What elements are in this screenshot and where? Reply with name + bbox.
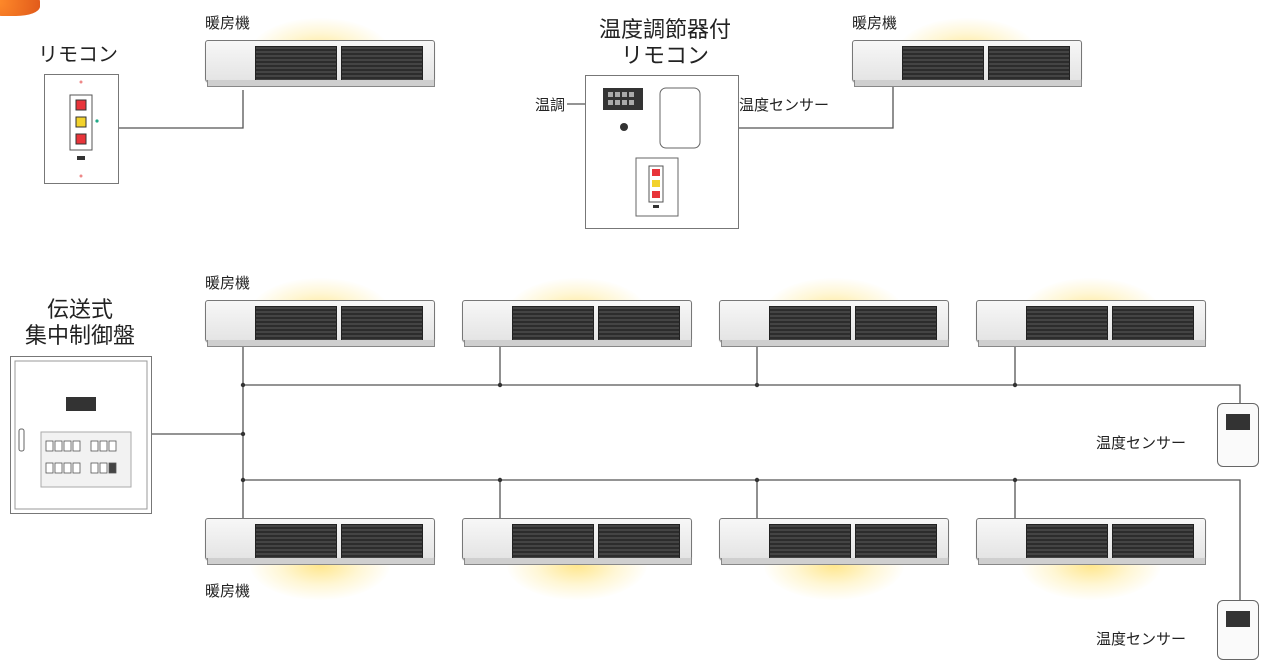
wall-remote [44, 74, 119, 184]
heater-lower-1 [205, 518, 435, 600]
heater-top-1 [205, 18, 435, 88]
temp-sensor-upper [1217, 403, 1259, 467]
label-thermo-remote-line1: 温度調節器付 [598, 18, 731, 43]
label-central-panel-line1: 伝送式 [46, 298, 113, 323]
heater-upper-1 [205, 278, 435, 348]
label-heater-top-2: 暖房機 [852, 14, 898, 32]
heater-upper-4 [976, 278, 1206, 348]
temp-sensor-lower [1217, 600, 1259, 660]
corner-decoration [0, 0, 40, 16]
label-heater-row-lower: 暖房機 [205, 582, 251, 600]
label-temp-sensor-upper: 温度センサー [1096, 434, 1187, 452]
temp-sensor-lower-display [1226, 611, 1250, 627]
label-temp-sensor-lower: 温度センサー [1096, 630, 1187, 648]
temp-sensor-upper-display [1226, 414, 1250, 430]
heater-top-2 [852, 18, 1082, 88]
label-remote: リモコン [38, 42, 118, 66]
heater-lower-2 [462, 518, 692, 600]
thermo-remote-box [585, 75, 739, 229]
central-panel-icon [14, 360, 148, 510]
wire-upper-drops [499, 340, 1016, 385]
label-central-panel: 伝送式 集中制御盤 [10, 298, 150, 350]
label-thermostat: 温調 [535, 96, 566, 114]
thermo-remote-icon [603, 87, 701, 217]
wire-upper-bus [243, 384, 1241, 406]
wire-lower-drops [499, 480, 1016, 518]
central-control-panel [10, 356, 152, 514]
heater-lower-4 [976, 518, 1206, 600]
wire-thermoremote-heater [738, 84, 894, 129]
wire-remote-heater [118, 90, 244, 129]
label-thermo-remote: 温度調節器付 リモコン [580, 18, 750, 70]
label-central-panel-line2: 集中制御盤 [24, 324, 135, 349]
heater-upper-3 [719, 278, 949, 348]
heater-lower-3 [719, 518, 949, 600]
label-thermo-remote-line2: リモコン [620, 44, 709, 69]
label-temp-sensor-top: 温度センサー [739, 96, 830, 114]
wire-lower-bus [243, 479, 1241, 604]
label-heater-top-1: 暖房機 [205, 14, 251, 32]
heater-upper-2 [462, 278, 692, 348]
remote-buttons-icon [69, 80, 99, 178]
label-heater-row-upper: 暖房機 [205, 274, 251, 292]
